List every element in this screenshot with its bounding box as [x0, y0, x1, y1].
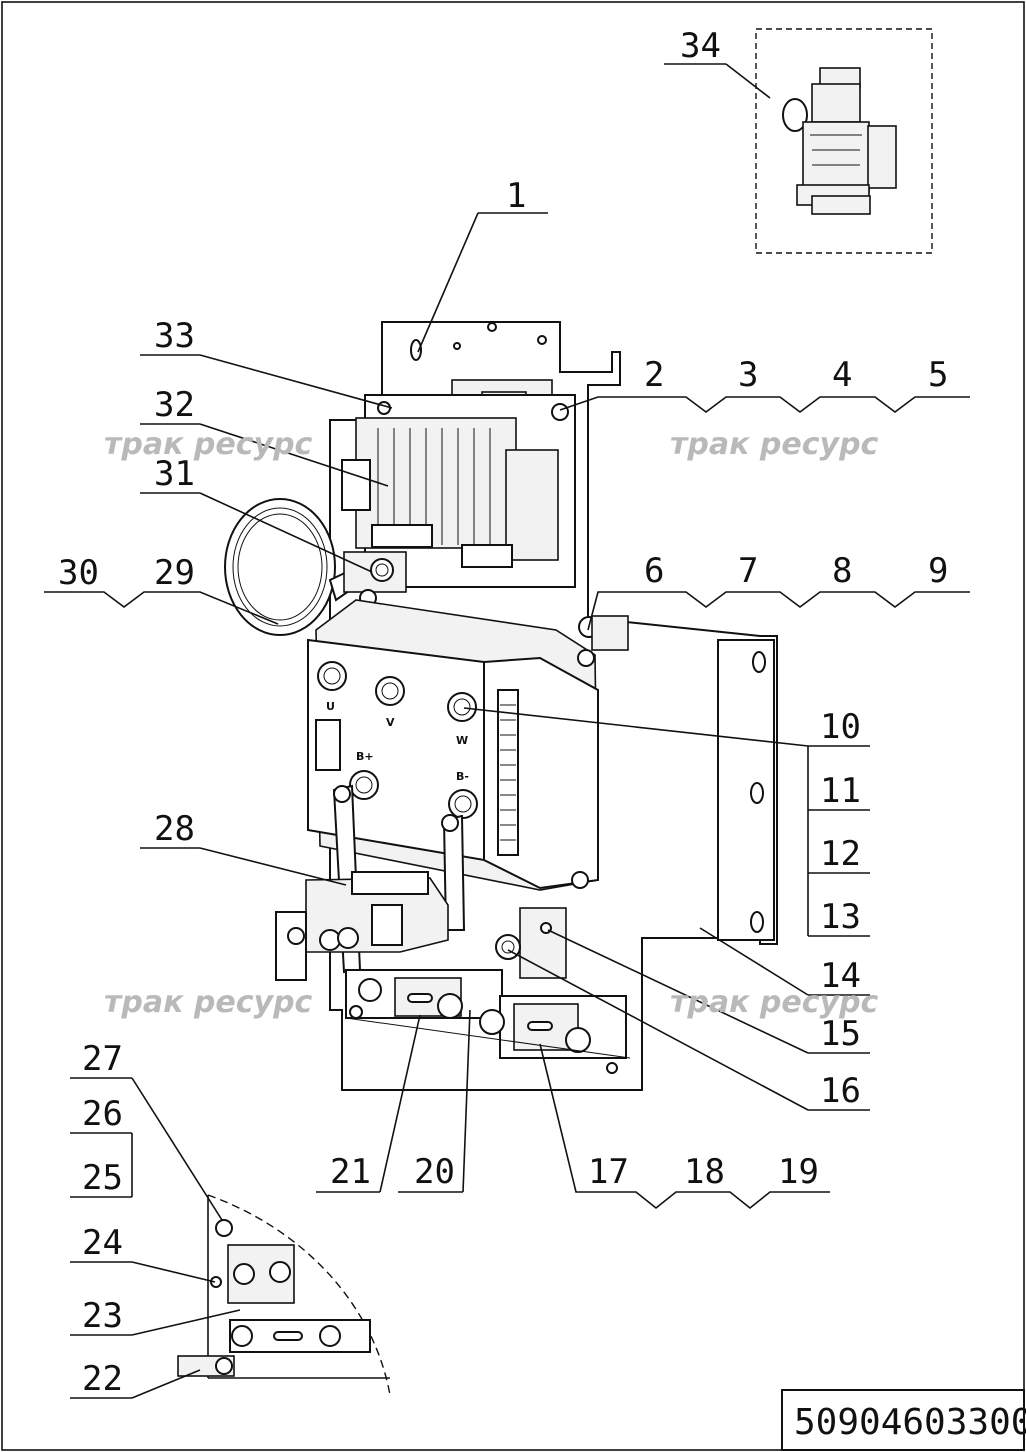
- callout-21: 21: [330, 1152, 371, 1192]
- terminal-label-b-plus: B+: [356, 750, 374, 763]
- terminal-label-u: U: [326, 700, 335, 713]
- terminal-nut: [495, 934, 521, 960]
- callout-19: 19: [778, 1152, 819, 1192]
- callout-24: 24: [82, 1223, 123, 1263]
- callout-8: 8: [832, 551, 852, 591]
- callout-5: 5: [928, 355, 948, 395]
- callout-27: 27: [82, 1039, 123, 1079]
- callout-13: 13: [820, 897, 861, 937]
- callout-20: 20: [414, 1152, 455, 1192]
- relay-unit: [341, 379, 576, 588]
- callout-26: 26: [82, 1094, 123, 1134]
- callout-4: 4: [832, 355, 852, 395]
- callout-16: 16: [820, 1071, 861, 1111]
- callout-11: 11: [820, 771, 861, 811]
- document-code: 509046033004: [794, 1402, 1026, 1443]
- callout-6: 6: [644, 551, 664, 591]
- callout-25: 25: [82, 1158, 123, 1198]
- callout-34: 34: [680, 26, 721, 66]
- terminal-label-w: W: [456, 734, 468, 747]
- watermark: трак ресурс: [670, 427, 879, 462]
- motor-controller: [307, 599, 629, 891]
- callout-2: 2: [644, 355, 664, 395]
- watermark: трак ресурс: [670, 985, 879, 1020]
- detail-view-34: [755, 28, 933, 254]
- watermark: трак ресурс: [104, 985, 313, 1020]
- callout-33: 33: [154, 316, 195, 356]
- terminal-bracket: [519, 907, 567, 979]
- callout-30: 30: [58, 553, 99, 593]
- side-rail: [717, 639, 775, 941]
- callout-29: 29: [154, 553, 195, 593]
- callout-32: 32: [154, 385, 195, 425]
- watermark: трак ресурс: [104, 427, 313, 462]
- callout-12: 12: [820, 834, 861, 874]
- fuse-strip: [345, 969, 631, 1074]
- callout-labels: 1 2 3 4 5 6 7 8 9 10 11 12 13 14 15 16 1…: [58, 26, 948, 1399]
- callout-17: 17: [588, 1152, 629, 1192]
- callout-3: 3: [738, 355, 758, 395]
- callout-10: 10: [820, 707, 861, 747]
- terminal-label-b-minus: B-: [456, 770, 469, 783]
- code-box: [781, 1389, 1025, 1451]
- callout-23: 23: [82, 1296, 123, 1336]
- callout-7: 7: [738, 551, 758, 591]
- callout-22: 22: [82, 1359, 123, 1399]
- callout-14: 14: [820, 956, 861, 996]
- callout-1: 1: [506, 176, 526, 216]
- detail-view-lower: [177, 1194, 391, 1396]
- callout-31: 31: [154, 454, 195, 494]
- fuse-block: [275, 871, 449, 981]
- slot-hole: [410, 339, 422, 361]
- watermark-group: трак ресурс трак ресурс трак ресурс трак…: [104, 427, 879, 1020]
- callout-9: 9: [928, 551, 948, 591]
- callout-28: 28: [154, 809, 195, 849]
- leader-lines: [44, 63, 970, 1399]
- callout-15: 15: [820, 1014, 861, 1054]
- terminal-label-v: V: [386, 716, 395, 729]
- callout-18: 18: [684, 1152, 725, 1192]
